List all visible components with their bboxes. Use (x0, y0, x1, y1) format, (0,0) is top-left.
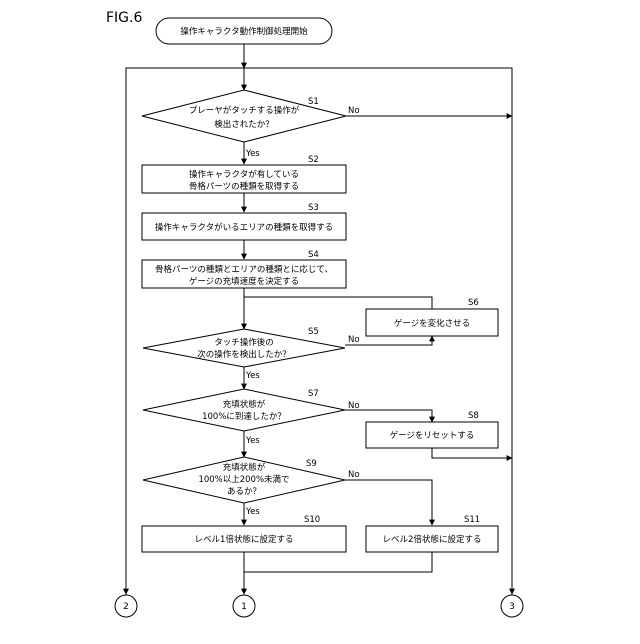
s4-line2: ゲージの充填速度を決定する (189, 276, 299, 287)
s10-line1: レベル1倍状態に設定する (195, 534, 294, 545)
s8-line1: ゲージをリセットする (390, 430, 475, 441)
s7-yes: Yes (245, 436, 260, 446)
s3-line1: 操作キャラクタがいるエリアの種類を取得する (155, 222, 333, 233)
s9-yes: Yes (245, 507, 260, 517)
s7-id: S7 (308, 389, 319, 399)
connector-3-label: 3 (509, 602, 515, 612)
s8-id: S8 (468, 411, 479, 421)
s1-id: S1 (308, 97, 319, 107)
s1-line2: 検出されたか？ (214, 119, 274, 130)
s5-line1: タッチ操作後の (214, 337, 274, 348)
s2-line1: 操作キャラクタが有している (189, 169, 299, 180)
s5-line2: 次の操作を検出したか？ (197, 349, 291, 360)
start-label: 操作キャラクタ動作制御処理開始 (180, 26, 308, 37)
s1-yes: Yes (245, 149, 260, 159)
s4-line1: 骨格パーツの種類とエリアの種類とに応じて、 (155, 264, 333, 275)
s6-id: S6 (468, 298, 479, 308)
s7-line1: 充填状態が (223, 399, 266, 410)
s10-id: S10 (304, 515, 320, 525)
s7-no: No (348, 401, 360, 411)
s4-id: S4 (308, 250, 319, 260)
s11-id: S11 (464, 515, 480, 525)
s2-id: S2 (308, 155, 319, 165)
s9-line3: あるか？ (227, 487, 261, 497)
s6-line1: ゲージを変化させる (394, 318, 470, 329)
s5-id: S5 (308, 327, 319, 337)
s7-line2: 100%に到達したか？ (202, 411, 286, 422)
s9-id: S9 (306, 459, 317, 469)
s1-line1: プレーヤがタッチする操作が (189, 105, 300, 116)
s5-yes: Yes (245, 371, 260, 381)
s9-no: No (348, 470, 360, 480)
s3-id: S3 (308, 203, 319, 213)
s11-line1: レベル2倍状態に設定する (383, 534, 482, 545)
s5-no: No (348, 335, 360, 345)
connector-2-label: 2 (123, 602, 129, 612)
figure-label: FIG.6 (106, 10, 142, 26)
s2-line2: 骨格パーツの種類を取得する (189, 181, 299, 192)
s9-line2: 100%以上200%未満で (198, 474, 289, 485)
connector-1-label: 1 (241, 602, 247, 612)
s1-no: No (348, 106, 360, 116)
s9-line1: 充填状態が (223, 462, 266, 473)
